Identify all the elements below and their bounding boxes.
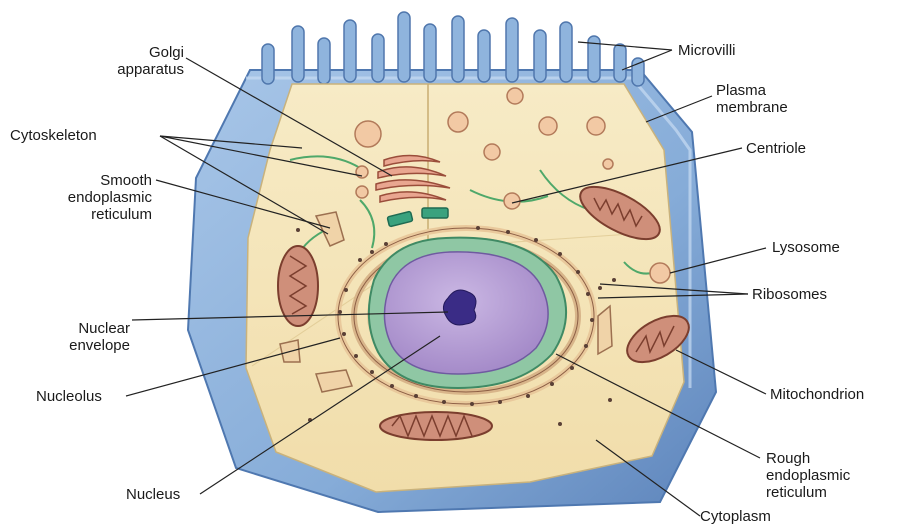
- centriole-vesicle: [504, 193, 520, 209]
- label-nucleus: Nucleus: [126, 486, 180, 503]
- label-smooth-er: Smooth endoplasmic reticulum: [40, 172, 152, 223]
- label-nucleolus: Nucleolus: [36, 388, 102, 405]
- label-cytoplasm: Cytoplasm: [700, 508, 771, 525]
- label-plasma-membrane: Plasma membrane: [716, 82, 788, 116]
- label-microvilli: Microvilli: [678, 42, 736, 59]
- label-ribosomes: Ribosomes: [752, 286, 827, 303]
- label-golgi-apparatus: Golgi apparatus: [84, 44, 184, 78]
- label-rough-er: Rough endoplasmic reticulum: [766, 450, 850, 501]
- label-nuclear-envelope: Nuclear envelope: [30, 320, 130, 354]
- label-cytoskeleton: Cytoskeleton: [10, 127, 97, 144]
- label-centriole: Centriole: [746, 140, 806, 157]
- label-lysosome: Lysosome: [772, 239, 840, 256]
- lysosome-shape: [650, 263, 670, 283]
- label-mitochondrion: Mitochondrion: [770, 386, 864, 403]
